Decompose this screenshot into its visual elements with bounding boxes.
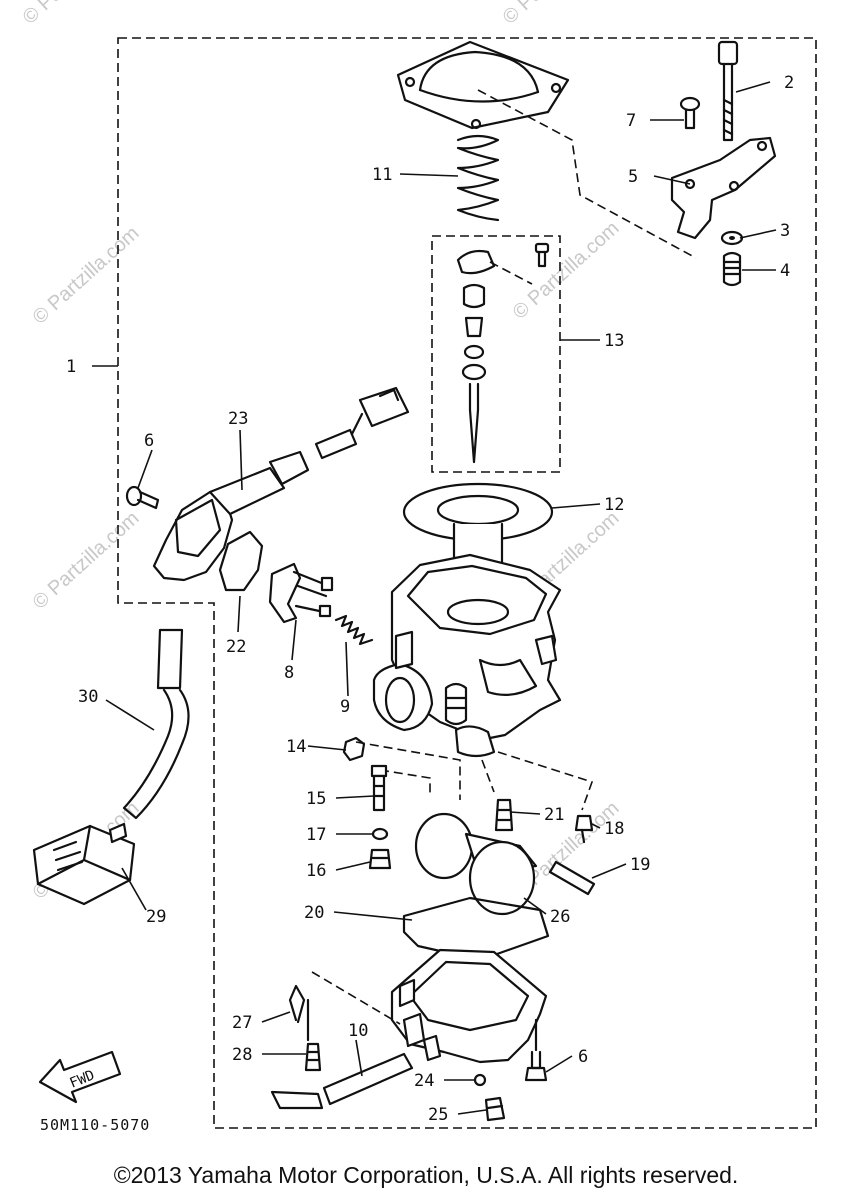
part-throttle-lever <box>670 136 777 240</box>
callout-6-lower: 6 <box>578 1047 588 1067</box>
callout-1: 1 <box>66 357 76 377</box>
part-nut <box>342 736 366 762</box>
callout-23: 23 <box>228 409 248 429</box>
watermark: © Partzilla.com <box>499 0 614 29</box>
callout-14: 14 <box>286 737 306 757</box>
link-line <box>477 89 697 259</box>
callout-15: 15 <box>306 789 326 809</box>
part-drain-screw <box>304 998 322 1072</box>
link-line <box>481 759 495 793</box>
part-needle-kit <box>456 242 550 464</box>
fwd-arrow-icon: FWD <box>38 1050 122 1104</box>
callout-7: 7 <box>626 111 636 131</box>
callout-6: 6 <box>144 431 154 451</box>
watermark: © Partzilla.com <box>509 217 624 324</box>
part-pilot-screw-set <box>268 562 334 624</box>
callout-5: 5 <box>628 167 638 187</box>
callout-18: 18 <box>604 819 624 839</box>
part-float-chamber <box>390 948 548 1064</box>
callout-29: 29 <box>146 907 166 927</box>
callout-16: 16 <box>306 861 326 881</box>
part-long-screw <box>717 40 739 142</box>
link-line <box>311 971 401 1025</box>
callout-8: 8 <box>284 663 294 683</box>
part-spring <box>456 134 500 222</box>
callout-26: 26 <box>550 907 570 927</box>
callout-4: 4 <box>780 261 790 281</box>
part-main-jet <box>368 848 392 870</box>
part-needle-valve <box>574 814 594 844</box>
callout-19: 19 <box>630 855 650 875</box>
part-washer <box>720 230 744 246</box>
callout-27: 27 <box>232 1013 252 1033</box>
callout-3: 3 <box>780 221 790 241</box>
part-float <box>414 812 538 916</box>
needle-kit-box <box>431 235 561 473</box>
copyright-notice: ©2013 Yamaha Motor Corporation, U.S.A. A… <box>113 1162 739 1188</box>
part-starter-plunger <box>152 386 410 582</box>
callout-13: 13 <box>604 331 624 351</box>
callout-24: 24 <box>414 1071 434 1091</box>
part-pilot-spring <box>334 614 374 646</box>
part-needle-jet <box>370 764 388 812</box>
link-line <box>355 741 461 800</box>
callout-21: 21 <box>544 805 564 825</box>
part-ball <box>473 1073 487 1087</box>
watermark: © Partzilla.com <box>19 0 134 29</box>
callout-labels: 1 2 3 4 5 6 6 7 8 9 10 11 12 13 14 15 16… <box>66 73 794 1125</box>
part-small-spring <box>722 251 742 287</box>
link-line <box>497 751 594 811</box>
part-air-filter <box>32 822 136 906</box>
callout-20: 20 <box>304 903 324 923</box>
assembly-outline <box>117 37 817 1129</box>
part-drain-hose <box>270 1052 414 1110</box>
callout-25: 25 <box>428 1105 448 1125</box>
callout-22: 22 <box>226 637 246 657</box>
leader-lines <box>92 81 777 1115</box>
part-carburetor-body <box>372 553 562 758</box>
callout-2: 2 <box>784 73 794 93</box>
part-air-screw <box>484 1096 506 1122</box>
part-o-ring <box>371 827 389 841</box>
part-screw-left <box>125 485 160 510</box>
part-float-pin <box>548 860 596 896</box>
callout-9: 9 <box>340 697 350 717</box>
callout-17: 17 <box>306 825 326 845</box>
part-small-screw <box>679 96 701 130</box>
part-gasket <box>218 530 264 592</box>
watermark: © Partzilla.com <box>29 222 144 329</box>
part-screw-lower <box>524 1018 548 1082</box>
watermark: © Partzilla.com <box>29 507 144 614</box>
callout-30: 30 <box>78 687 98 707</box>
part-hose <box>122 628 190 820</box>
part-float-gasket <box>402 896 550 962</box>
link-line <box>379 769 431 796</box>
part-top-cover <box>396 40 570 130</box>
diagram-code: 50M110-5070 <box>40 1116 150 1134</box>
callout-10: 10 <box>348 1021 368 1041</box>
callout-12: 12 <box>604 495 624 515</box>
callout-11: 11 <box>372 165 392 185</box>
part-pilot-jet <box>494 798 514 832</box>
part-clip <box>288 984 306 1024</box>
callout-28: 28 <box>232 1045 252 1065</box>
